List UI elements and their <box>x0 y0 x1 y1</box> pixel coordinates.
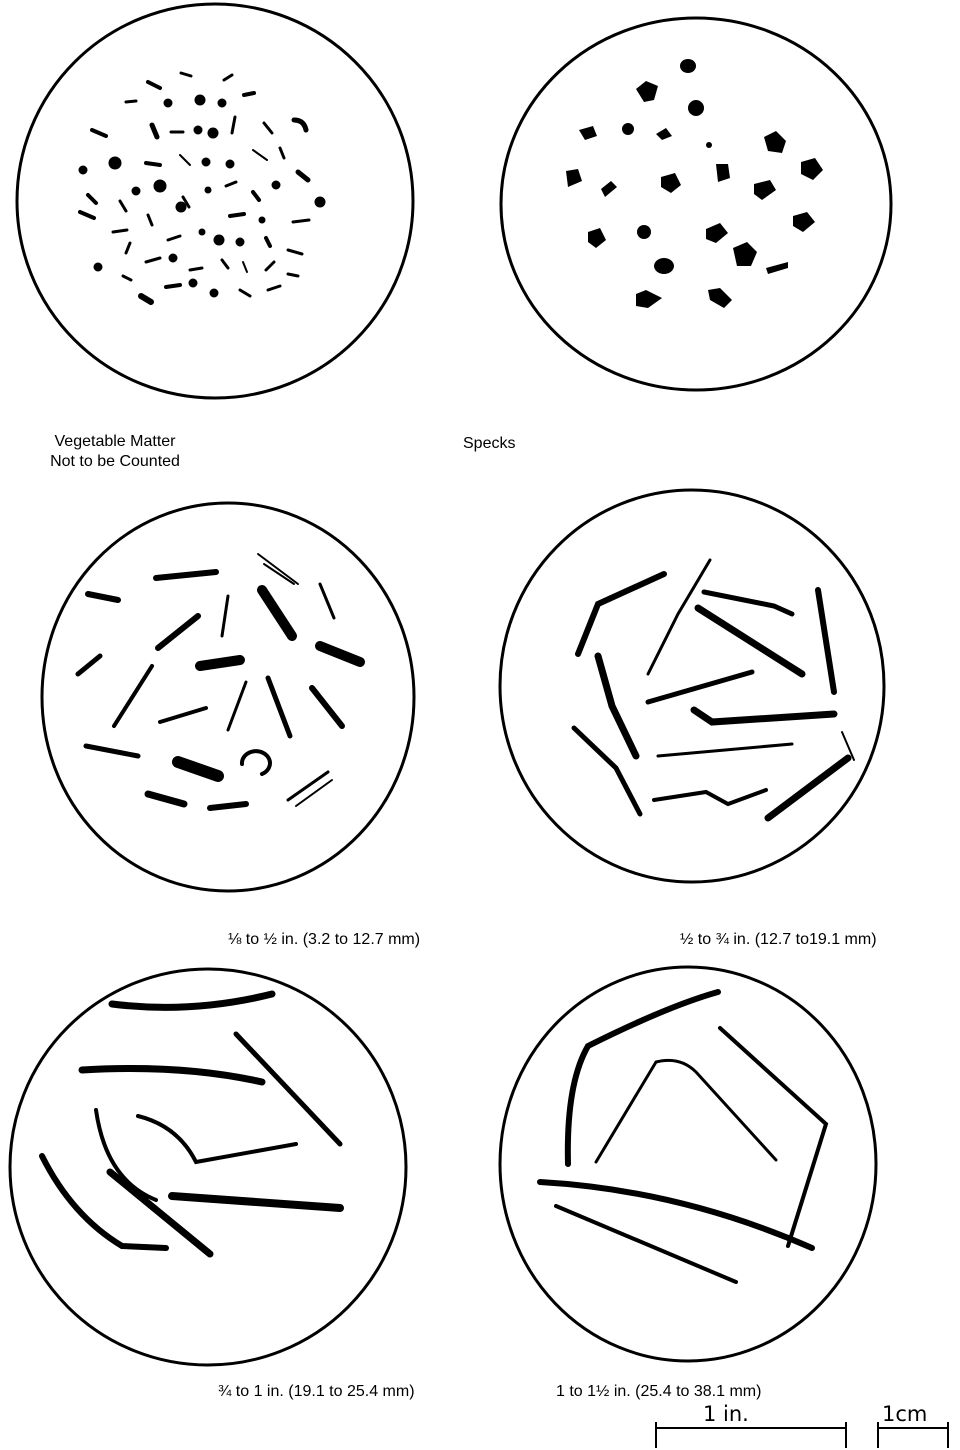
fiber-1-to-1-5-disc <box>494 964 914 1374</box>
speck-particles <box>566 59 823 308</box>
inch-scale-bar <box>650 1400 855 1450</box>
longest-fibers <box>540 992 826 1282</box>
short-fibers <box>78 554 360 808</box>
caption-fiber-1-2-to-3-4: ½ to ¾ in. (12.7 to19.1 mm) <box>680 930 877 950</box>
caption-fiber-1-8-to-1-2: ⅛ to ½ in. (3.2 to 12.7 mm) <box>228 930 420 950</box>
vegetable-particles <box>79 73 325 302</box>
caption-vegetable-matter: Vegetable Matter Not to be Counted <box>20 432 210 472</box>
caption-specks: Specks <box>463 434 515 454</box>
fiber-3-4-to-1-disc <box>0 960 420 1380</box>
inch-scale-label: 1 in. <box>703 1402 749 1426</box>
long-fibers <box>42 994 340 1254</box>
medium-fibers <box>574 560 854 818</box>
cm-scale-label: 1cm <box>882 1402 927 1426</box>
caption-fiber-1-to-1-5: 1 to 1½ in. (25.4 to 38.1 mm) <box>556 1382 761 1402</box>
caption-fiber-3-4-to-1: ¾ to 1 in. (19.1 to 25.4 mm) <box>218 1382 415 1402</box>
fiber-1-2-to-3-4-disc <box>498 484 918 894</box>
specks-disc <box>496 14 916 424</box>
vegetable-matter-disc <box>8 0 428 410</box>
fiber-1-8-to-1-2-disc <box>28 494 448 904</box>
